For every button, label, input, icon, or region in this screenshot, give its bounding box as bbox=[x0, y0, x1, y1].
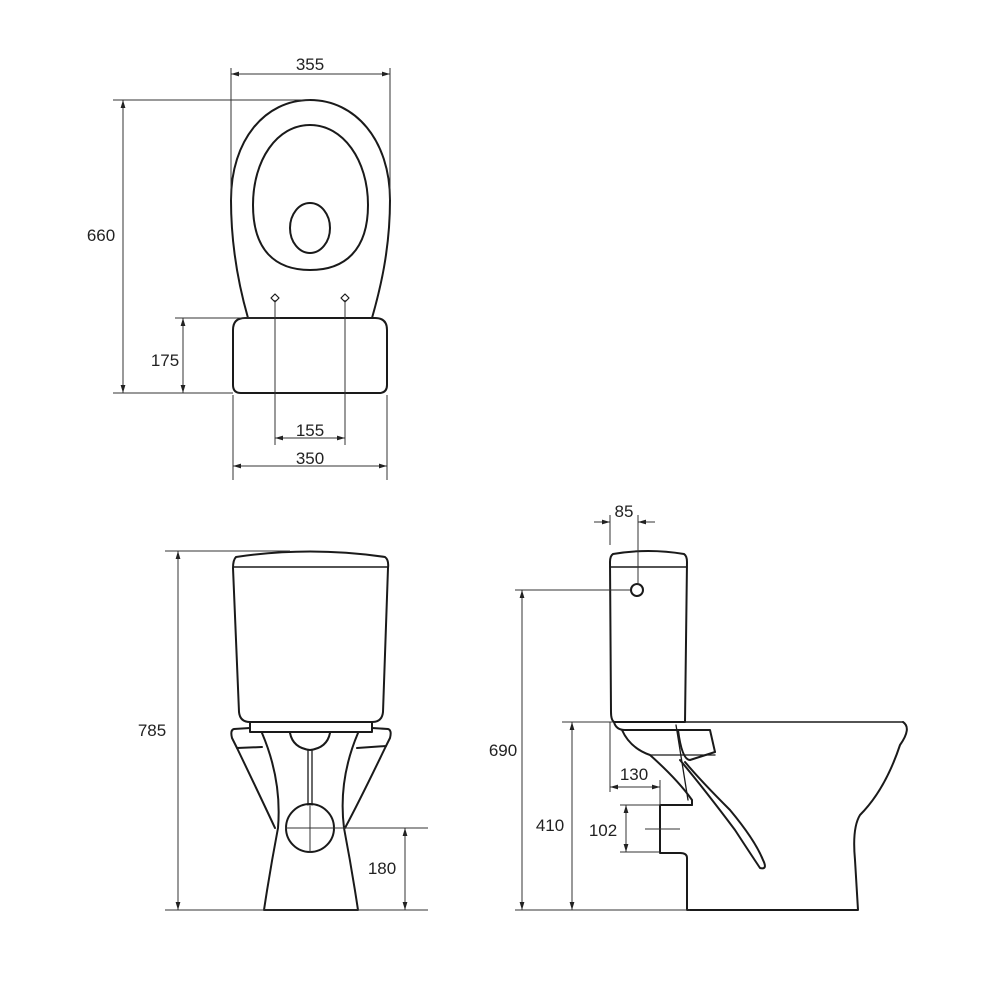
front-view: 785 180 bbox=[138, 550, 428, 911]
trap-top bbox=[289, 732, 331, 751]
cistern-top bbox=[232, 317, 388, 394]
dim-label-length: 660 bbox=[87, 226, 115, 245]
dim-label-cistern-depth: 175 bbox=[151, 351, 179, 370]
top-view: 355 660 175 155 350 bbox=[87, 55, 391, 480]
bowl-rim-front bbox=[230, 727, 392, 749]
dim-label-inlet-offset: 85 bbox=[615, 502, 634, 521]
dim-label-width-base: 350 bbox=[296, 449, 324, 468]
dim-label-inlet-height: 690 bbox=[489, 741, 517, 760]
dim-label-width-top: 355 bbox=[296, 55, 324, 74]
dim-label-outlet-diameter: 102 bbox=[589, 821, 617, 840]
dim-label-outlet-offset: 130 bbox=[620, 765, 648, 784]
dim-label-bowl-height: 410 bbox=[536, 816, 564, 835]
seat-opening bbox=[252, 124, 369, 271]
water-inlet bbox=[630, 583, 644, 597]
cistern-side bbox=[609, 550, 688, 723]
side-view: 85 690 410 130 102 bbox=[489, 502, 908, 911]
dim-label-hinge-spacing: 155 bbox=[296, 421, 324, 440]
cistern-front bbox=[232, 550, 390, 723]
trapway bbox=[621, 729, 766, 870]
cistern-base-plate bbox=[249, 721, 373, 733]
dim-label-outlet-height: 180 bbox=[368, 859, 396, 878]
bowl-hole bbox=[289, 202, 331, 254]
dim-label-total-height: 785 bbox=[138, 721, 166, 740]
bowl-side bbox=[613, 721, 908, 911]
bowl-outline-top bbox=[230, 99, 391, 319]
